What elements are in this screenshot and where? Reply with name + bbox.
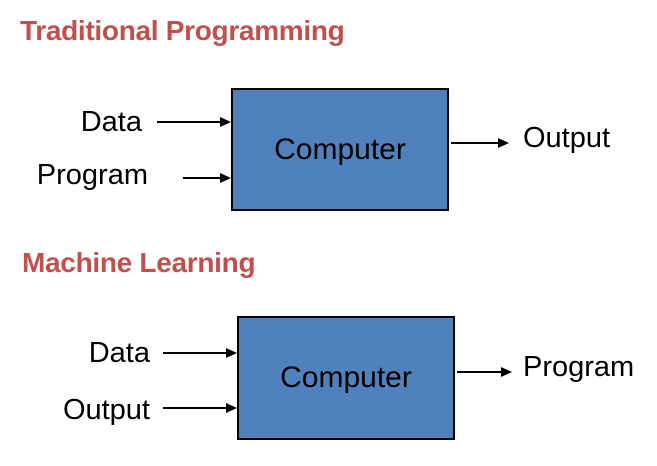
computer-box-label-machine-learning: Computer <box>280 361 412 394</box>
output-label-program-bottom: Program <box>523 351 635 383</box>
arrow-computer-to-output-icon <box>451 138 509 148</box>
arrow-data-to-computer-icon <box>157 117 231 127</box>
computer-box-label-traditional: Computer <box>274 132 406 166</box>
input-label-output-bottom: Output <box>62 394 150 426</box>
section-title-machine-learning: Machine Learning <box>22 247 256 278</box>
arrow-program-to-computer-icon <box>183 173 231 183</box>
arrow-output-to-computer-ml-icon <box>163 403 237 413</box>
computer-box-machine-learning: Computer <box>237 316 455 440</box>
computer-box-traditional: Computer <box>231 88 449 211</box>
input-label-data-bottom: Data <box>88 337 150 369</box>
output-label-output-top: Output <box>523 122 611 154</box>
arrow-computer-to-program-icon <box>457 367 512 377</box>
input-label-program-top: Program <box>36 159 148 191</box>
arrow-data-to-computer-ml-icon <box>163 348 237 358</box>
input-label-data-top: Data <box>80 106 142 138</box>
section-title-traditional-programming: Traditional Programming <box>20 15 345 46</box>
